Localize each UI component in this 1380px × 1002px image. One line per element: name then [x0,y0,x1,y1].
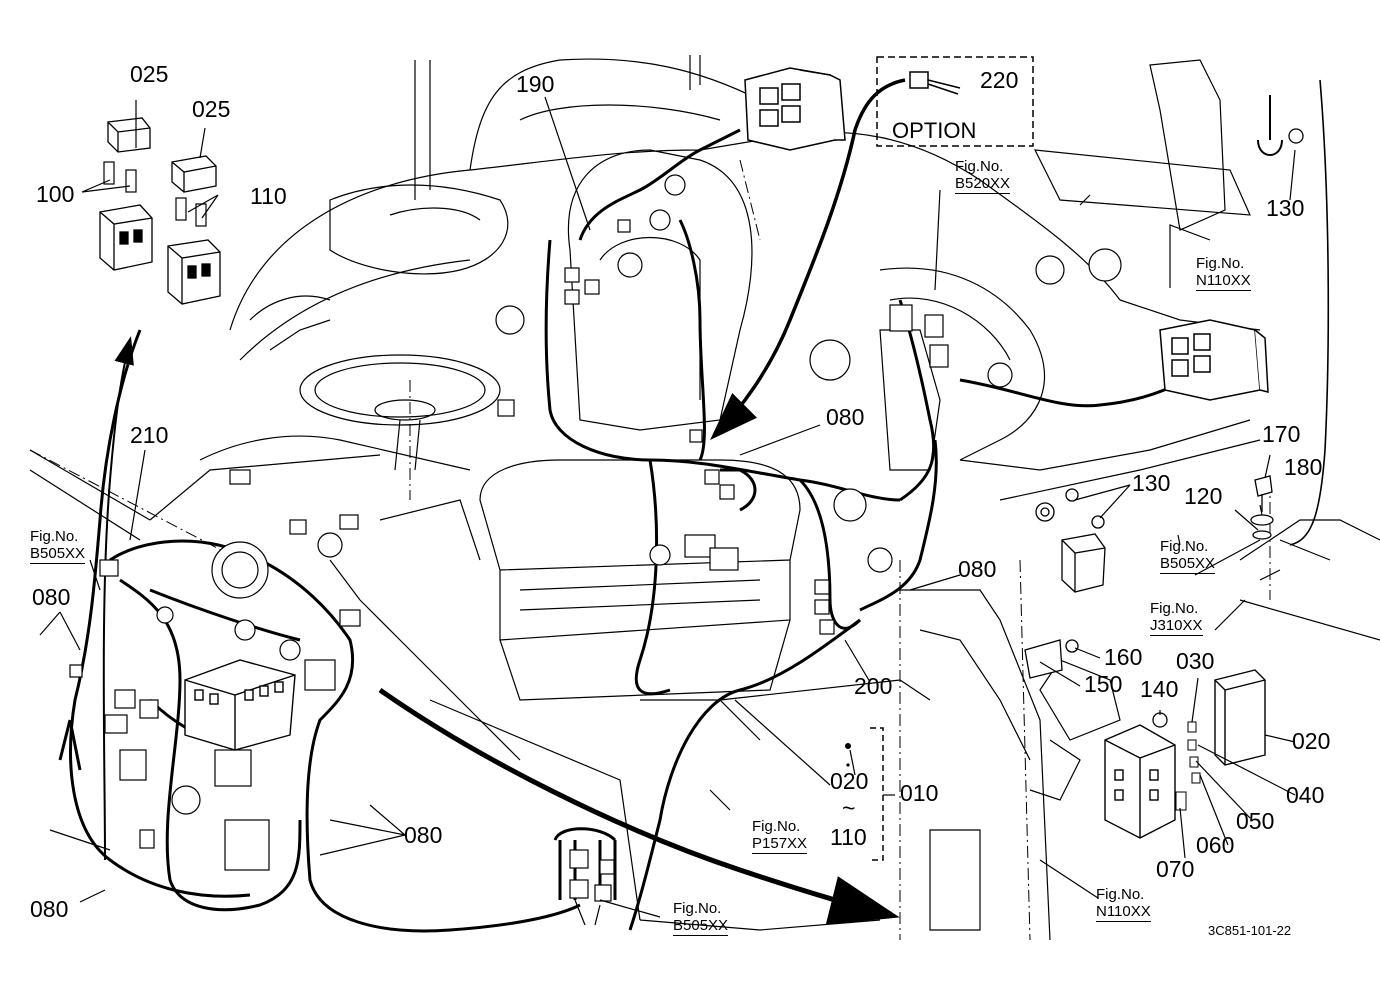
fig-ref-n110xx-top: Fig.No.N110XX [1196,255,1251,291]
label-110-range: 110 [830,824,867,850]
label-130-mid: 130 [1132,470,1171,496]
washer-180 [1250,514,1274,526]
label-080-center: 080 [826,404,865,430]
fuse-set-030-070 [1175,721,1201,811]
fuse-cover-020 [1214,669,1266,766]
fig-ref-j310xx: Fig.No.J310XX [1150,600,1203,636]
bolt-170 [1254,475,1273,512]
tractor-body-outline [29,55,1380,941]
fuse-110 [175,197,207,227]
reference-lines [29,159,1271,941]
ground-wire [1289,79,1330,546]
label-025-b: 025 [192,96,231,122]
option-box [876,56,1034,147]
label-170: 170 [1262,421,1301,447]
label-180: 180 [1284,454,1323,480]
label-220: 220 [980,67,1019,93]
work-lamp-upper [744,67,846,151]
label-160: 160 [1104,644,1143,670]
ground-terminal-130 [1257,95,1283,156]
range-bracket [870,727,884,861]
label-150: 150 [1084,671,1123,697]
label-025-a: 025 [130,61,169,87]
fig-ref-b520xx: Fig.No.B520XX [955,158,1011,194]
label-100: 100 [36,181,75,207]
label-110: 110 [250,183,287,209]
label-200: 200 [854,673,893,699]
fig-ref-n110xx-bottom: Fig.No.N110XX [1096,886,1151,922]
range-dot [845,743,851,749]
fuse-box-010 [1104,724,1176,839]
fig-ref-p157xx: Fig.No.P157XX [752,818,808,854]
relay-025-left [107,117,151,153]
label-120: 120 [1184,483,1223,509]
label-190: 190 [516,71,555,97]
relay-socket-right [167,239,221,305]
flow-arrows [102,336,900,925]
fig-ref-b505xx-bottom: Fig.No.B505XX [673,900,729,936]
label-060: 060 [1196,832,1235,858]
label-080-bottom: 080 [30,896,69,922]
leader-lines [39,96,1296,926]
main-harness [58,128,1201,933]
relay-025-right [171,155,217,193]
label-020-range: 020 [830,768,869,794]
option-label: OPTION [892,118,977,143]
option-connector [909,71,961,95]
fuse-100 [103,161,137,193]
label-080-left: 080 [32,584,71,610]
fig-ref-b505xx-right: Fig.No.B505XX [1160,538,1216,574]
work-lamp-right [1159,319,1269,401]
instrument-panel-switches [156,174,1122,815]
fig-ref-b505xx-left: Fig.No.B505XX [30,528,86,564]
label-070: 070 [1156,856,1195,882]
bolts-130-mid [1035,488,1105,529]
washer-120 [1252,530,1272,540]
label-210: 210 [130,422,169,448]
label-130-top: 130 [1266,195,1305,221]
label-050: 050 [1236,808,1275,834]
label-080-lower: 080 [404,822,443,848]
range-dot-small [846,763,850,767]
relay-mid-right [1061,533,1106,593]
option-wire [710,78,906,440]
drawing-code: 3C851-101-22 [1208,923,1292,938]
label-tilde: ~ [842,795,856,821]
label-010: 010 [900,780,939,806]
bracket-150-160 [1024,639,1168,728]
label-020: 020 [1292,728,1331,754]
bolt-130 [1288,128,1304,144]
relay-socket-left [99,204,153,271]
label-080-right: 080 [958,556,997,582]
label-030: 030 [1176,648,1215,674]
harness-connectors [69,219,949,902]
label-040: 040 [1286,782,1325,808]
label-140: 140 [1140,676,1179,702]
fuse-box-center [184,659,296,751]
